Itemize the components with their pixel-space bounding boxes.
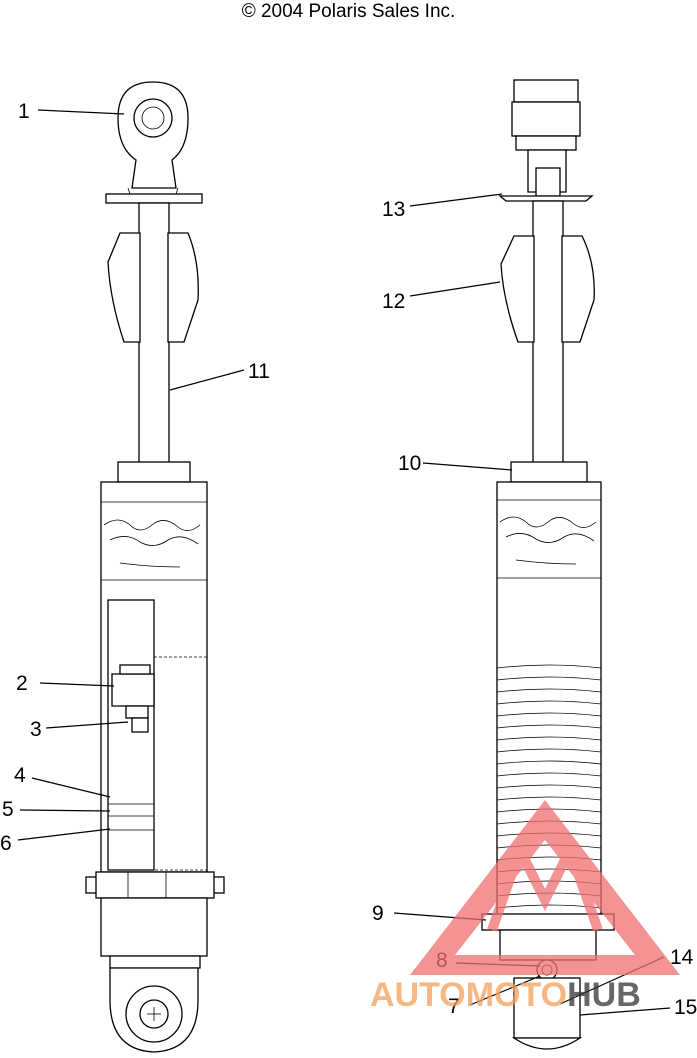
coil-ring [496, 700, 602, 705]
callout-10: 10 [398, 452, 421, 475]
coil-ring [496, 784, 602, 789]
shaft-right [532, 200, 564, 464]
coil-ring [496, 772, 602, 777]
bump-stop-right [500, 235, 595, 343]
coil-ring [496, 664, 602, 669]
coil-ring [496, 736, 602, 741]
coil-ring [496, 796, 602, 801]
left-shock [85, 81, 225, 1053]
callout-13: 13 [382, 198, 405, 221]
watermark-logo: AUTOMOTOHUB [370, 800, 680, 1014]
callout-2: 2 [16, 672, 28, 695]
top-eyelet [105, 81, 203, 204]
callout-11: 11 [248, 360, 270, 383]
callout-1: 1 [18, 100, 30, 123]
callout-9: 9 [372, 902, 384, 925]
callout-7: 7 [448, 995, 460, 1018]
watermark-text-auto: AUTO [370, 976, 466, 1014]
callout-5: 5 [2, 798, 14, 821]
coil-ring [496, 676, 602, 681]
watermark-m-icon [487, 837, 603, 932]
shaft [138, 202, 170, 466]
callout-numbers: 1 2 3 4 5 6 11 13 12 10 9 8 7 14 15 [0, 100, 697, 1019]
coil-ring [496, 688, 602, 693]
top-mount [498, 79, 594, 202]
watermark-triangle-icon [410, 800, 680, 975]
watermark-text-moto: MOTO [466, 976, 567, 1014]
bottom-eyelet [109, 967, 199, 1053]
coil-ring [496, 712, 602, 717]
bump-stop [107, 232, 199, 343]
callout-3: 3 [30, 718, 42, 741]
callout-15: 15 [674, 996, 697, 1019]
coil-ring [496, 760, 602, 765]
callout-6: 6 [0, 832, 12, 855]
coil-ring [496, 748, 602, 753]
svg-text:AUTOMOTOHUB: AUTOMOTOHUB [370, 976, 641, 1014]
callout-12: 12 [382, 290, 405, 313]
callout-14: 14 [670, 946, 694, 969]
copyright-notice: © 2004 Polaris Sales Inc. [241, 1, 456, 22]
callout-4: 4 [14, 764, 26, 787]
coil-ring [496, 724, 602, 729]
watermark-text-hub: HUB [567, 976, 641, 1014]
